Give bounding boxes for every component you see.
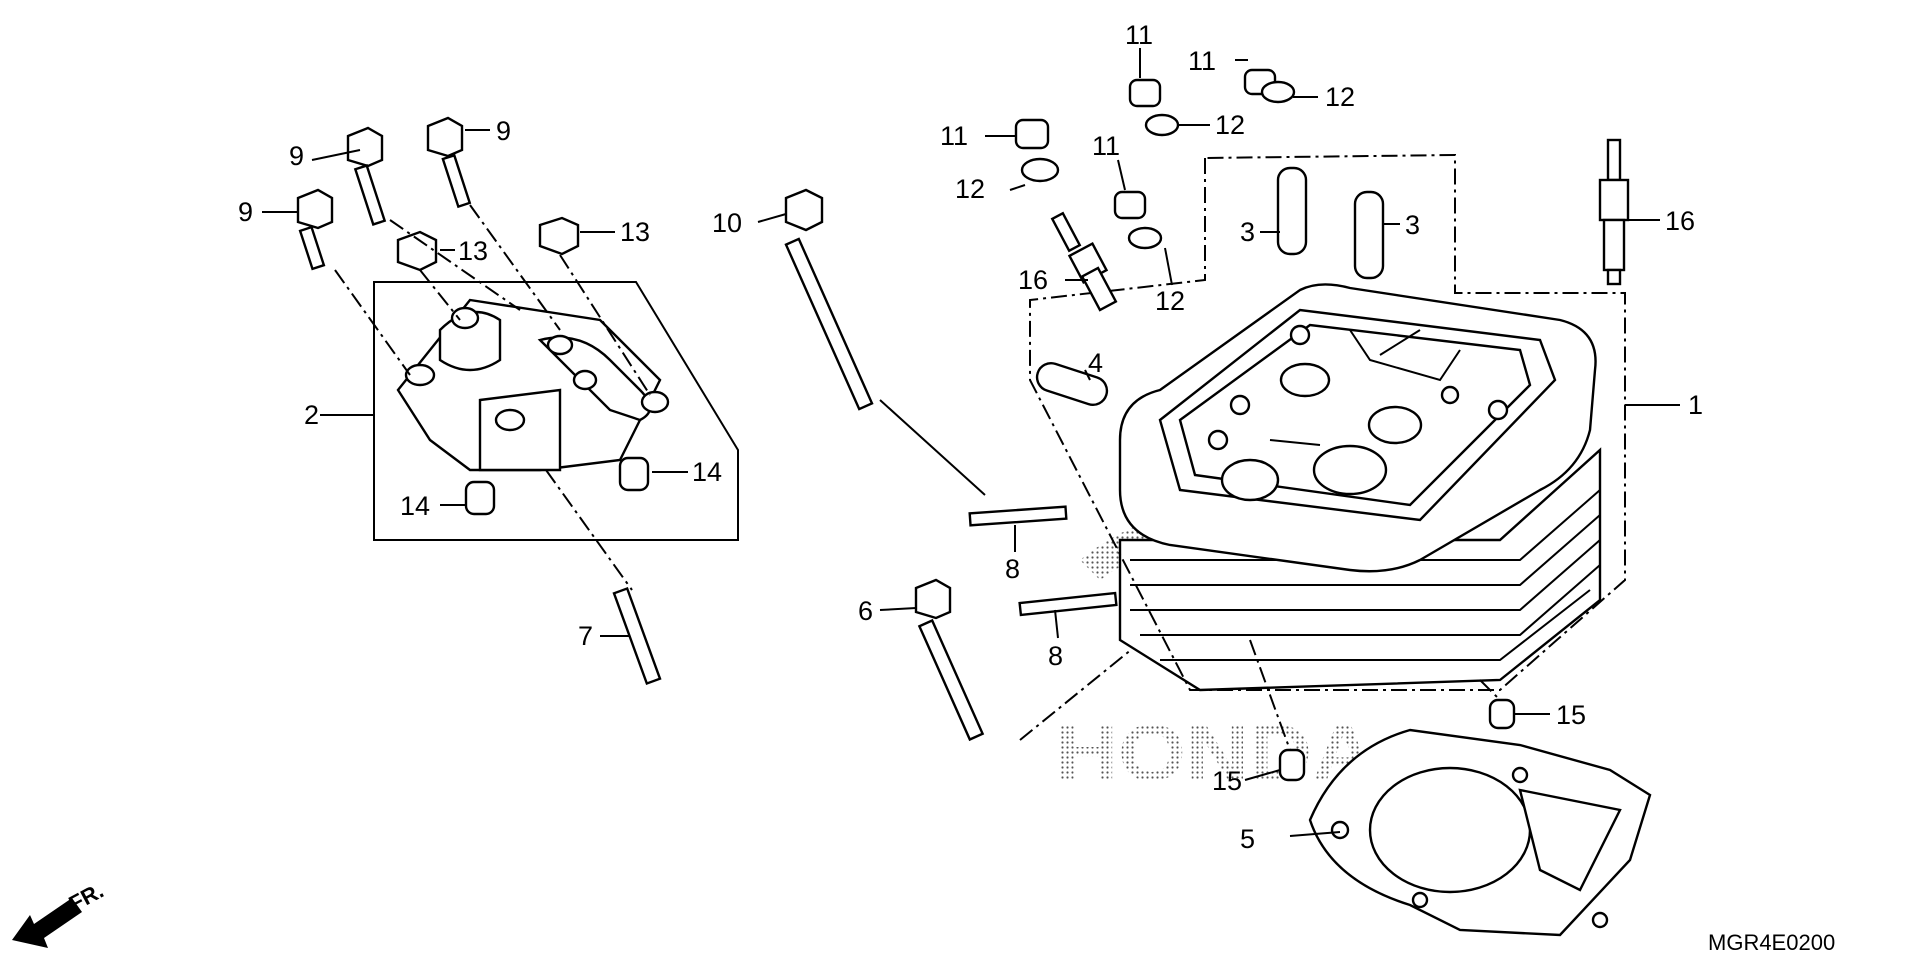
front-direction-marker: FR. <box>12 878 108 948</box>
cap-11-c <box>1014 118 1050 150</box>
rocker-arm-assembly-group <box>320 216 739 541</box>
callout-leaders <box>262 48 1660 837</box>
stud-8-lower <box>1018 591 1118 617</box>
callout-11b: 11 <box>1188 46 1216 76</box>
dowel-15-left <box>1278 748 1306 782</box>
callout-12c: 12 <box>955 174 985 204</box>
washer-12-c <box>1020 157 1060 183</box>
callout-12d: 12 <box>1155 286 1185 316</box>
cylinder-head-gasket <box>1308 728 1652 937</box>
flange-nut-13-right <box>538 216 580 256</box>
callout-11a: 11 <box>1125 20 1153 50</box>
spark-plug-16-right <box>1598 138 1630 286</box>
valve-guide-4 <box>1035 362 1109 406</box>
drawing-code: MGR4E0200 <box>1708 930 1835 955</box>
cylinder-head-bolt-10 <box>784 188 874 411</box>
callout-5: 5 <box>1240 824 1255 854</box>
watermark-text: HONDA <box>1055 708 1375 797</box>
valve-stem-seal-3-left <box>1276 166 1308 256</box>
cylinder-head <box>1118 283 1602 692</box>
callout-12a: 12 <box>1215 110 1245 140</box>
spark-plug-16-left <box>1050 211 1118 312</box>
callout-7: 7 <box>578 621 593 651</box>
stud-bolt-7 <box>612 586 662 686</box>
stud-8-upper <box>968 505 1068 527</box>
callout-16a: 16 <box>1665 206 1695 236</box>
callout-15a: 15 <box>1556 700 1586 730</box>
callout-16b: 16 <box>1018 265 1048 295</box>
cap-11-a <box>1128 78 1162 108</box>
callout-13b: 13 <box>620 217 650 247</box>
callout-13a: 13 <box>458 236 488 266</box>
washer-12-d <box>1127 226 1163 250</box>
callout-11c: 11 <box>940 121 968 151</box>
dowel-15-right <box>1488 698 1516 730</box>
bolt-9-right <box>426 116 472 209</box>
callout-10: 10 <box>712 208 742 238</box>
valve-stem-seal-3-right <box>1353 190 1385 280</box>
dowel-pin-14-left <box>464 480 496 516</box>
cylinder-head-frame <box>1029 153 1626 691</box>
callout-15b: 15 <box>1212 766 1242 796</box>
bolt-6 <box>914 578 985 742</box>
callout-6: 6 <box>858 596 873 626</box>
callout-9c: 9 <box>496 116 511 146</box>
callout-14a: 14 <box>692 457 722 487</box>
rocker-arm-holder <box>396 298 670 472</box>
washer-12-a <box>1144 113 1180 137</box>
callout-11d: 11 <box>1092 131 1120 161</box>
callout-4: 4 <box>1088 348 1103 378</box>
bolt-9-left <box>296 188 334 271</box>
callout-3a: 3 <box>1240 217 1255 247</box>
flange-nut-13-left <box>396 230 438 272</box>
callout-9b: 9 <box>238 197 253 227</box>
callout-8b: 8 <box>1048 641 1063 671</box>
callout-labels: 1 2 3 3 4 5 6 7 8 8 9 9 9 10 11 11 11 11… <box>238 20 1703 854</box>
callout-2: 2 <box>304 400 319 430</box>
dowel-pin-14-right <box>618 456 650 492</box>
callout-9a: 9 <box>289 141 304 171</box>
cap-11-d <box>1113 190 1147 220</box>
callout-3b: 3 <box>1405 210 1420 240</box>
bolt-9-middle <box>346 126 387 226</box>
arrow-icon <box>12 898 82 948</box>
washer-12-b <box>1260 80 1296 104</box>
callout-14b: 14 <box>400 491 430 521</box>
callout-12b: 12 <box>1325 82 1355 112</box>
callout-8a: 8 <box>1005 554 1020 584</box>
rocker-assembly-frame <box>373 281 739 541</box>
callout-1: 1 <box>1688 390 1703 420</box>
